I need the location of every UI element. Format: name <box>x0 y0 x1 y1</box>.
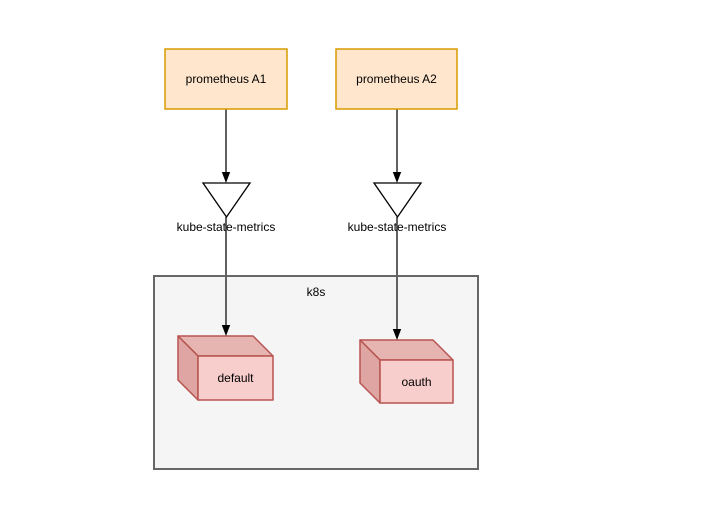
arrowhead-icon <box>392 329 402 340</box>
default-namespace-cube <box>177 335 274 401</box>
default-cube-front-face <box>197 355 274 401</box>
prometheus-a1-node <box>164 48 288 110</box>
arrowhead-icon <box>221 325 231 336</box>
ksm-funnel-left-triangle-icon <box>201 182 252 219</box>
arrowhead-icon <box>392 172 402 183</box>
oauth-namespace-cube <box>359 339 454 404</box>
ksm-funnel-right-triangle-icon <box>372 182 423 219</box>
prometheus-a2-node <box>335 48 458 110</box>
oauth-cube-front-face <box>379 359 454 404</box>
arrowhead-icon <box>221 172 231 183</box>
